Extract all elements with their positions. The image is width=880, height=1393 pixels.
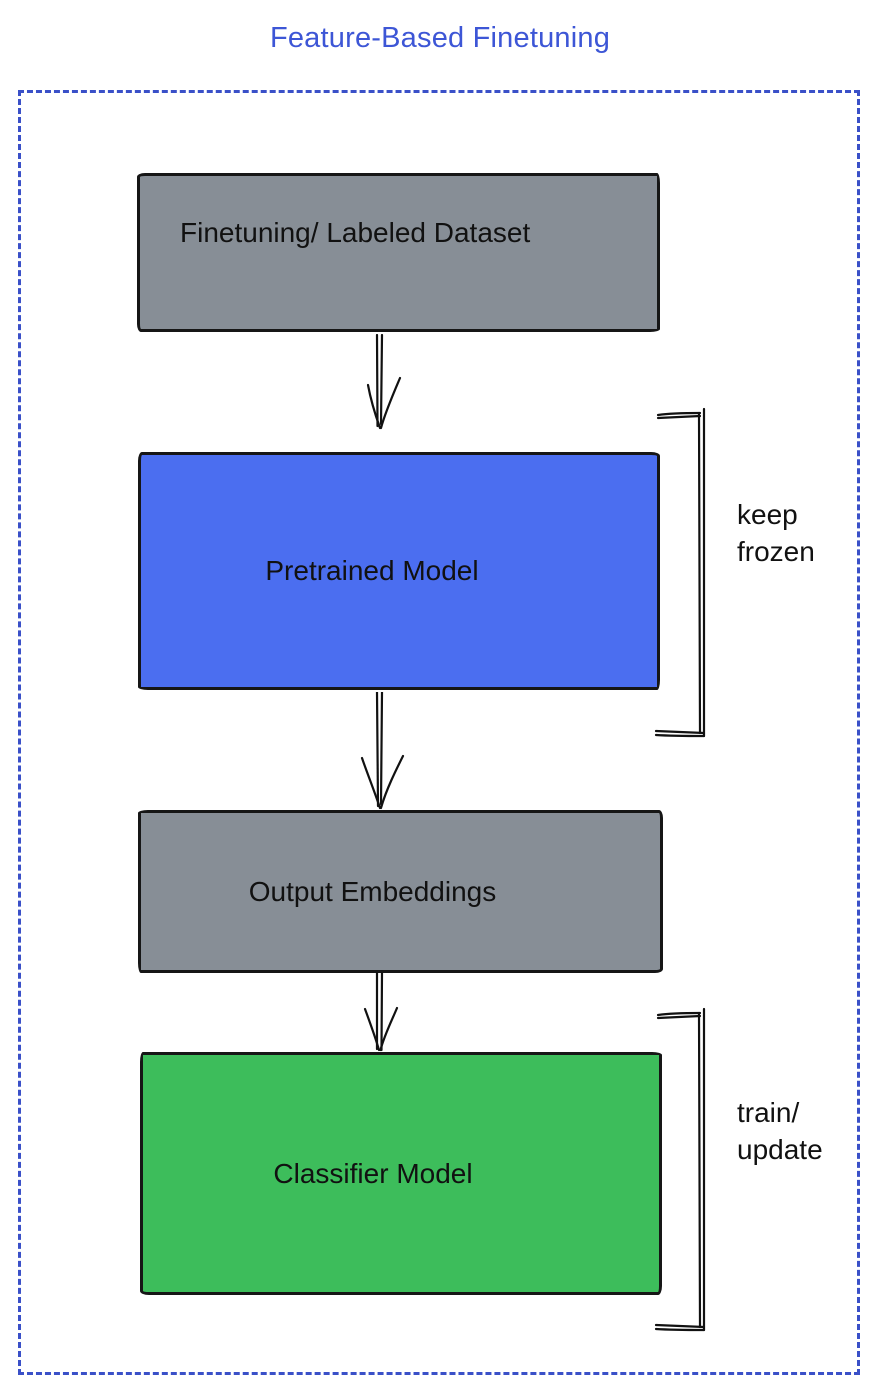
node-pretrained-model: Pretrained Model: [138, 452, 660, 690]
bracket-right-icon: [654, 1005, 710, 1335]
node-label: Classifier Model: [273, 1157, 473, 1189]
diagram-title: Feature-Based Finetuning: [269, 22, 611, 54]
annotation-train-update: train/ update: [737, 1097, 823, 1165]
node-finetuning-labeled-dataset: Finetuning/ Labeled Dataset: [137, 173, 660, 332]
node-label: Pretrained Model: [265, 555, 479, 586]
arrow-down-icon: [356, 692, 408, 810]
bracket-right-icon: [654, 405, 710, 741]
arrow-down-icon: [356, 972, 408, 1053]
node-label: Finetuning/ Labeled Dataset: [180, 217, 531, 248]
arrow-down-icon: [356, 334, 408, 432]
annotation-keep-frozen: keep frozen: [737, 499, 815, 567]
node-label: Output Embeddings: [248, 875, 497, 907]
node-output-embeddings: Output Embeddings: [138, 810, 663, 973]
dotted-frame: [18, 90, 860, 1375]
node-classifier-model: Classifier Model: [140, 1052, 662, 1295]
